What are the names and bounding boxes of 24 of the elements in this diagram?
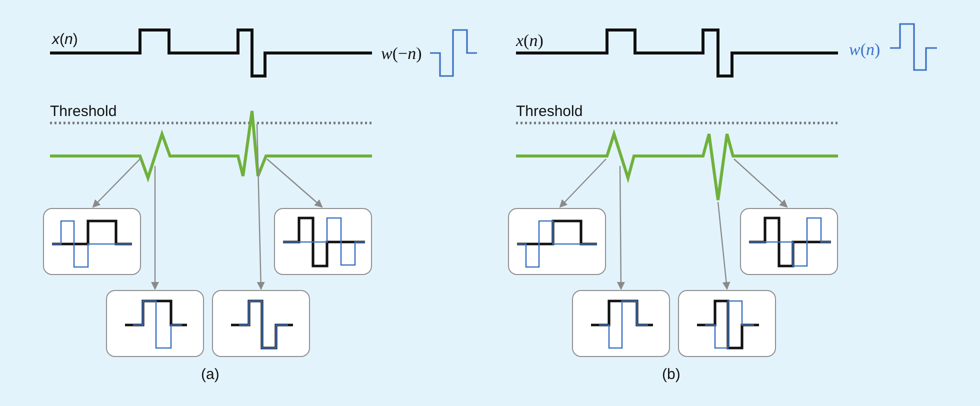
signal-label: x(n) bbox=[52, 32, 78, 47]
inset-box bbox=[678, 290, 776, 357]
inset-box bbox=[740, 208, 838, 275]
inset-box bbox=[106, 290, 204, 357]
panel-label: (b) bbox=[662, 367, 680, 382]
leader-line bbox=[616, 166, 625, 290]
leader-line bbox=[559, 158, 606, 208]
leader-line bbox=[734, 158, 788, 208]
leader-line bbox=[151, 166, 159, 290]
panel-label: (a) bbox=[201, 367, 220, 382]
leader-line bbox=[717, 202, 730, 290]
signal-label: x(n) bbox=[516, 32, 544, 49]
inset-box bbox=[274, 208, 372, 275]
leader-line bbox=[256, 124, 265, 290]
threshold-label: Threshold bbox=[516, 104, 583, 119]
leader-line bbox=[92, 158, 140, 208]
filter-label: w(−n) bbox=[381, 45, 422, 62]
threshold-label: Threshold bbox=[50, 104, 117, 119]
filter-label: w(n) bbox=[849, 41, 880, 58]
inset-box bbox=[212, 290, 310, 357]
inset-box bbox=[43, 208, 141, 275]
inset-box bbox=[508, 208, 606, 275]
inset-box bbox=[572, 290, 670, 357]
leader-line bbox=[266, 158, 323, 208]
